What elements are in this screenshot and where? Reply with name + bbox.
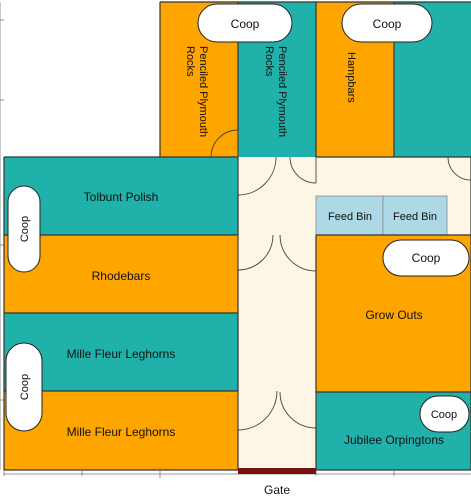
- coop-label: Coop: [373, 17, 402, 31]
- pen-label-penciled-plymouth-2: Penciled Plymouth Rocks: [263, 46, 288, 140]
- pen-label-mille-fleur-1: Mille Fleur Leghorns: [67, 347, 176, 361]
- coop-label: Coop: [412, 251, 441, 265]
- coop-grow-outs: Coop: [382, 239, 470, 277]
- coop-mille-fleur: Coop: [5, 342, 43, 432]
- pen-label-rhodebars: Rhodebars: [92, 269, 151, 283]
- pen-label-grow-outs: Grow Outs: [365, 308, 422, 322]
- coop-label: Coop: [431, 409, 457, 421]
- pen-label-hampbars: Hampbars: [345, 52, 357, 103]
- pen-mille-fleur-2: [4, 391, 238, 470]
- feed-bin-left-label: Feed Bin: [328, 211, 372, 223]
- gate: [238, 468, 316, 474]
- coop-label: Coop: [19, 374, 31, 400]
- feed-bin-left: [315, 195, 384, 236]
- coop-tolbunt: Coop: [7, 185, 41, 273]
- doors: [210, 129, 471, 431]
- coop-label: Coop: [231, 17, 260, 31]
- coop-top-left: Coop: [197, 3, 293, 43]
- pen-label-mille-fleur-2: Mille Fleur Leghorns: [67, 425, 176, 439]
- feed-bin-right-label: Feed Bin: [393, 211, 437, 223]
- coop-label: Coop: [19, 216, 31, 242]
- pen-label-tolbunt-polish: Tolbunt Polish: [84, 190, 159, 204]
- pen-label-jubilee-orpingtons: Jubilee Orpingtons: [344, 433, 444, 447]
- coop-top-right: Coop: [341, 3, 433, 43]
- gate-label: Gate: [264, 483, 290, 496]
- coop-jubilee: Coop: [419, 395, 470, 433]
- pen-tolbunt-polish: [4, 157, 238, 235]
- feed-bin-right: [382, 195, 448, 236]
- pen-rhodebars: [4, 235, 238, 313]
- pen-mille-fleur-1: [4, 313, 238, 391]
- pen-label-penciled-plymouth-1: Penciled Plymouth Rocks: [184, 46, 209, 140]
